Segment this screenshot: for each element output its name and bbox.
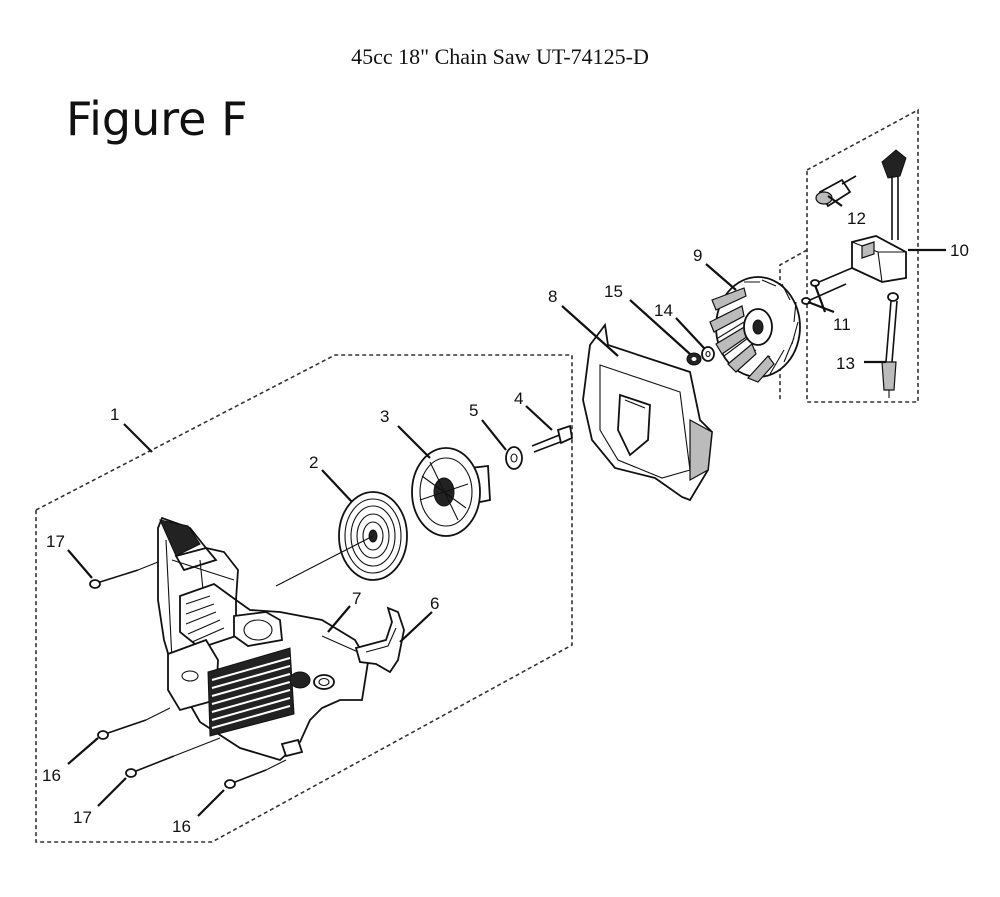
washer-part-14 <box>701 346 715 362</box>
ignition-module-part-10 <box>851 149 907 283</box>
module-screws-part-11 <box>801 267 853 305</box>
screw-part-4 <box>531 424 574 453</box>
callout-2: 2 <box>309 453 318 472</box>
pulley-part-3 <box>411 447 491 537</box>
flywheel-part-9 <box>709 276 801 383</box>
screw-part-17-upper <box>89 561 159 589</box>
fan-housing-part-8 <box>582 322 713 502</box>
document-title: 45cc 18" Chain Saw UT-74125-D <box>351 44 649 69</box>
callout-3: 3 <box>380 407 389 426</box>
stop-wire-part-13 <box>881 292 899 398</box>
callout-10: 10 <box>950 241 969 260</box>
figure-label: Figure F <box>66 92 248 146</box>
callout-8: 8 <box>548 287 557 306</box>
callout-17-lower: 17 <box>73 808 92 827</box>
callout-15: 15 <box>604 282 623 301</box>
leader-lines <box>67 195 946 817</box>
callout-16-bottom: 16 <box>172 817 191 836</box>
screw-part-17-lower <box>125 737 221 778</box>
callout-17-upper: 17 <box>46 532 65 551</box>
starter-assembly-boundary <box>35 354 573 843</box>
washer-part-5 <box>505 446 523 470</box>
callout-16-left: 16 <box>42 766 61 785</box>
callout-9: 9 <box>693 246 702 265</box>
screw-part-16-left <box>97 707 171 740</box>
callout-6: 6 <box>430 594 439 613</box>
screw-part-16-bottom <box>224 759 287 789</box>
ignition-assembly-boundary <box>806 108 919 403</box>
nut-part-15 <box>686 352 702 366</box>
callout-11: 11 <box>833 315 851 334</box>
starter-handle-part-6 <box>321 606 405 674</box>
callout-14: 14 <box>654 301 673 320</box>
callout-4: 4 <box>514 389 523 408</box>
callout-7: 7 <box>352 589 361 608</box>
callout-5: 5 <box>469 401 478 420</box>
assembly-axis-line <box>275 535 374 587</box>
callout-12: 12 <box>847 209 866 228</box>
callout-13: 13 <box>836 354 855 373</box>
callout-1: 1 <box>110 405 119 424</box>
starter-housing-part-7 <box>157 516 369 762</box>
